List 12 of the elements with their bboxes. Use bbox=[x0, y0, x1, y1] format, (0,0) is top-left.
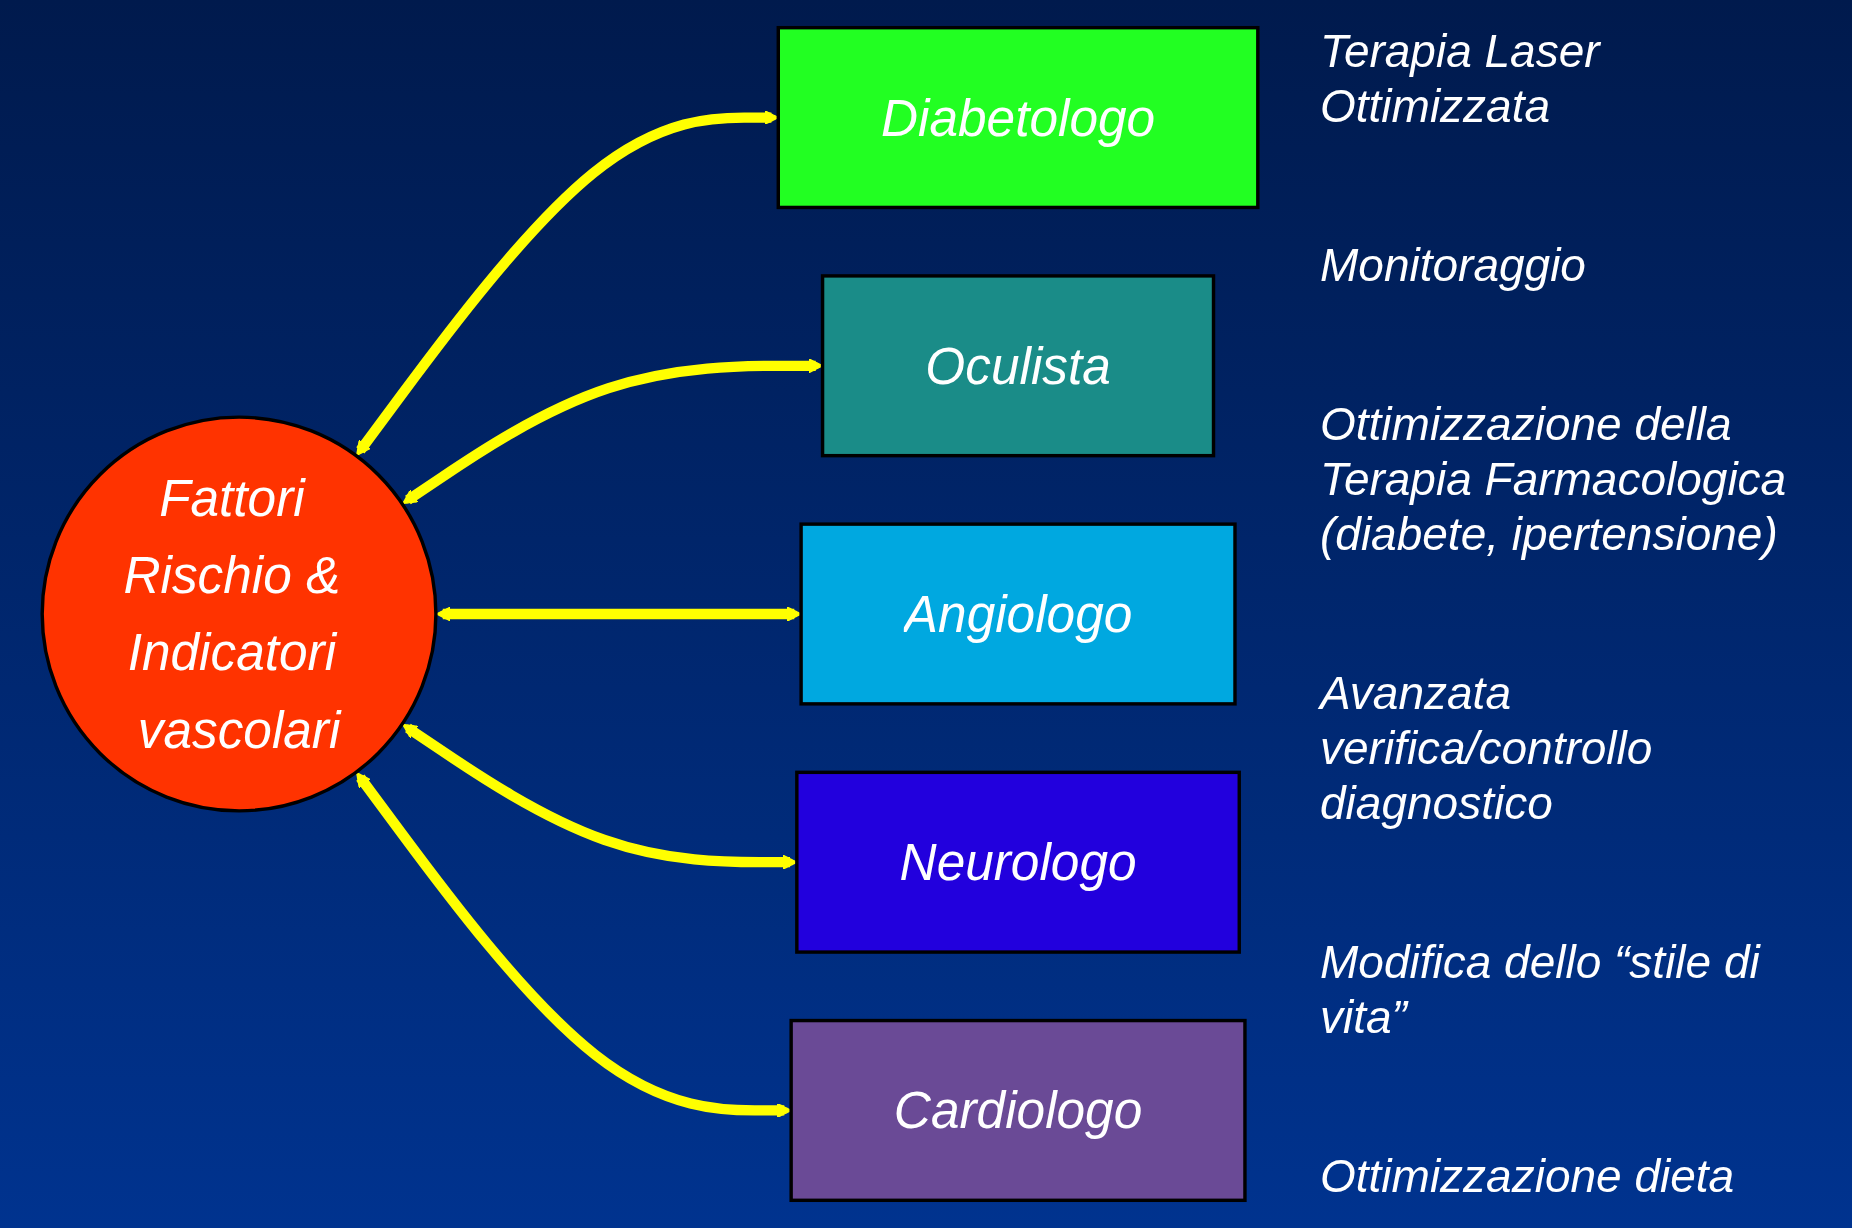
node-box: Oculista bbox=[820, 274, 1216, 458]
node-box: Cardiologo bbox=[789, 1018, 1247, 1202]
note-text: Terapia Laser Ottimizzata bbox=[1320, 24, 1602, 135]
node-box: Neurologo bbox=[795, 770, 1241, 954]
node-box: Angiologo bbox=[799, 522, 1237, 706]
node-box: Diabetologo bbox=[776, 26, 1260, 210]
note-text: Modifica dello “stile di vita” bbox=[1320, 934, 1762, 1046]
node-circle: Fattori Rischio & Indicatori vascolari bbox=[40, 415, 438, 813]
note-text: Ottimizzazione dieta bbox=[1320, 1148, 1736, 1204]
note-text: Ottimizzazione della Terapia Farmacologica (diabete, ipertensione) bbox=[1320, 396, 1788, 563]
note-text: Monitoraggio bbox=[1320, 237, 1587, 293]
note-text: Avanzata verifica/controllo diagnostico bbox=[1320, 665, 1654, 832]
